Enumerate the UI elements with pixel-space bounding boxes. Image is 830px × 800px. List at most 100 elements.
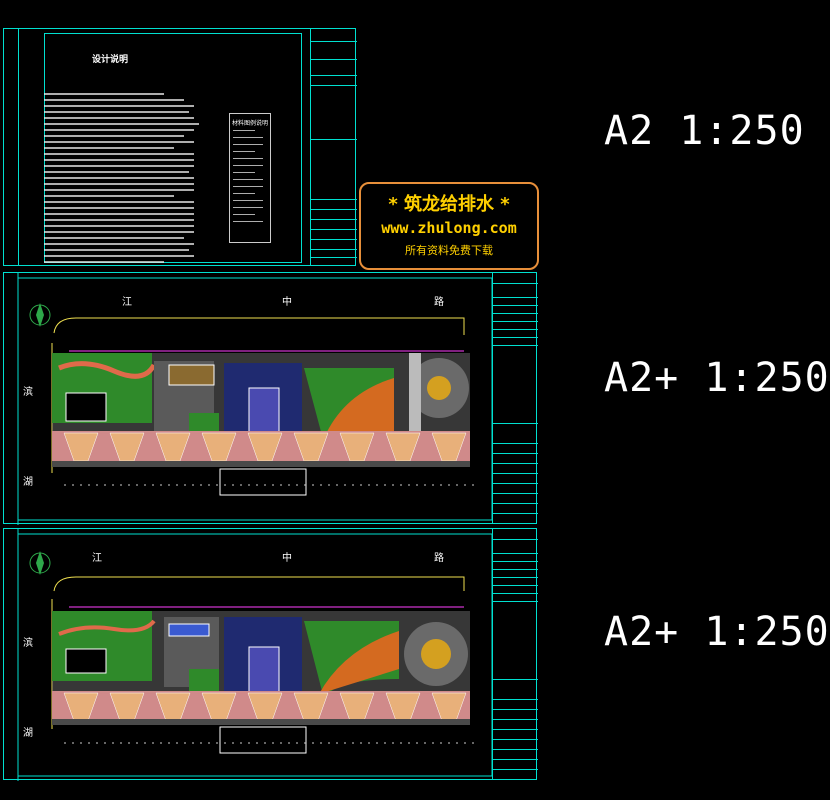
legend-row [233,151,255,152]
title-block-rule [311,257,357,258]
legend-row [233,193,255,194]
plan-b-title-block [492,529,538,779]
watermark-url[interactable]: www.zhulong.com [381,219,517,237]
title-block-rule [493,443,538,444]
legend-row [233,130,255,131]
title-block-rule [493,759,538,760]
title-block-rule [493,483,538,484]
notes-text-line [44,153,194,155]
plan-a-road-top-1: 江 [122,297,132,308]
plan-b-road-top-1: 江 [92,553,102,564]
title-block-rule [493,345,538,346]
legend-table: 材料图例说明 [229,113,271,243]
plan-a-road-left-1: 滨 [23,387,33,398]
notes-title-block [310,29,357,265]
legend-title: 材料图例说明 [232,120,269,127]
notes-text-line [44,111,189,113]
north-arrow-icon [29,303,51,327]
title-block-rule [493,749,538,750]
notes-margin-strip [18,29,19,265]
plan-sheet-b[interactable]: 江 中 路 滨 湖 [3,528,538,781]
legend-row [233,144,263,145]
title-block-rule [493,423,538,424]
notes-text-line [44,207,194,209]
plan-a-road-top-2: 中 [282,297,292,308]
title-block-rule [493,337,538,338]
title-block-rule [493,699,538,700]
title-block-rule [493,453,538,454]
title-block-rule [493,577,538,578]
plan-a-road-top-3: 路 [434,297,444,308]
title-block-rule [311,41,357,42]
title-block-rule [493,305,538,306]
title-block-rule [493,283,538,284]
title-block-rule [493,553,538,554]
title-block-rule [493,679,538,680]
notes-sheet[interactable]: 设计说明 材料图例说明 [3,28,357,266]
title-block-rule [311,75,357,76]
plan-a-title-block [492,273,538,523]
title-block-rule [493,313,538,314]
title-block-rule [493,493,538,494]
title-block-rule [311,229,357,230]
title-block-rule [311,249,357,250]
notes-text-line [44,105,194,107]
notes-text-line [44,141,194,143]
notes-text-line [44,171,189,173]
title-block-rule [311,59,357,60]
plan-b-planters [63,692,467,722]
scale-label-sheet-2: A2+ 1:250 [604,355,830,401]
notes-text-line [44,231,194,233]
notes-text-line [44,147,174,149]
notes-text-line [44,201,194,203]
notes-text-line [44,99,184,101]
legend-row [233,186,263,187]
plan-a-drawing [17,273,493,525]
notes-text-line [44,93,164,95]
plan-b-road-left-2: 湖 [23,728,33,739]
title-block-rule [493,585,538,586]
title-block-rule [493,503,538,504]
legend-row [233,207,263,208]
notes-text-line [44,129,194,131]
notes-text-line [44,123,199,125]
notes-text-line [44,165,194,167]
plan-sheet-a[interactable]: 江 中 路 滨 湖 [3,272,538,525]
notes-text-line [44,135,184,137]
notes-text-line [44,177,194,179]
title-block-rule [493,539,538,540]
legend-row [233,214,255,215]
title-block-rule [493,329,538,330]
legend-row [233,165,263,166]
plan-b-road-top-2: 中 [282,553,292,564]
notes-text-line [44,261,164,263]
title-block-rule [311,85,357,86]
legend-row [233,179,263,180]
title-block-rule [493,463,538,464]
title-block-rule [493,601,538,602]
title-block-rule [311,209,357,210]
notes-text-line [44,243,194,245]
legend-row [233,172,255,173]
title-block-rule [493,473,538,474]
zhulong-watermark: * 筑龙给排水 * www.zhulong.com 所有资料免费下载 [359,182,539,270]
notes-text-line [44,159,194,161]
notes-text-line [44,195,174,197]
notes-text-line [44,255,194,257]
plan-a-planters [63,432,467,462]
notes-text-line [44,225,194,227]
notes-text-line [44,219,194,221]
plan-b-road-top-3: 路 [434,553,444,564]
title-block-rule [493,739,538,740]
title-block-rule [493,569,538,570]
title-block-rule [493,561,538,562]
legend-row [233,158,263,159]
title-block-rule [493,513,538,514]
legend-row [233,137,263,138]
notes-text-line [44,249,189,251]
notes-text-line [44,189,194,191]
notes-text-line [44,117,194,119]
scale-label-sheet-1: A2 1:250 [604,108,805,154]
scale-label-sheet-3: A2+ 1:250 [604,609,830,655]
notes-text-line [44,237,184,239]
